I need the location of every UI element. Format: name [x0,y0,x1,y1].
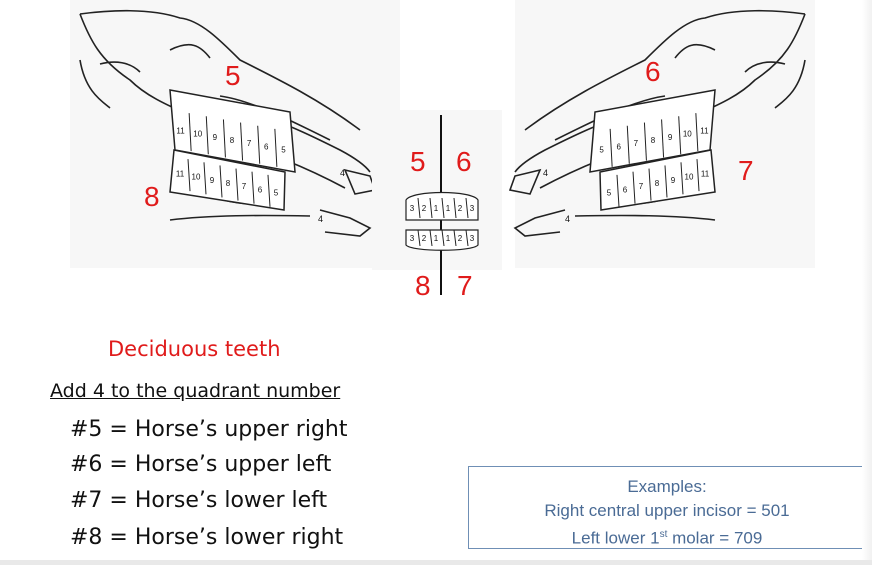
front-lower-incisor-3: 1 [446,234,451,243]
right-upper-tooth-4: 7 [247,139,252,148]
front-lower-incisor-5: 3 [470,234,475,243]
right-upper-tooth-5: 6 [264,142,269,151]
front-upper-incisor-3: 1 [446,204,451,213]
rule-quadrant-7: #7 = Horse’s lower left [70,488,327,513]
right-upper-tooth-6: 5 [281,145,286,154]
front-upper-incisor-0: 3 [410,204,415,213]
right-lower-tooth-2: 9 [210,176,215,185]
left-lower-tooth-0: 5 [607,188,612,197]
left-upper-tooth-0: 5 [599,145,604,154]
front-upper-incisor-4: 2 [458,204,463,213]
quadrant-5-right-skull: 5 [225,62,241,90]
quadrant-5-front: 5 [410,148,426,176]
example-line-1: Right central upper incisor = 501 [469,499,865,523]
left-upper-tooth-1: 6 [616,142,621,151]
rule-quadrant-5: #5 = Horse’s upper right [70,417,347,442]
quadrant-7-left-skull: 7 [738,157,754,185]
quadrant-8-front: 8 [415,272,431,300]
left-upper-tooth-5: 10 [683,130,692,139]
front-upper-incisor-2: 1 [434,204,439,213]
left-lower-tooth-4: 9 [671,176,676,185]
right-upper-tooth-2: 9 [213,133,218,142]
left-upper-incisor-label: 4 [543,168,548,178]
left-upper-tooth-6: 11 [700,127,709,136]
left-upper-tooth-2: 7 [634,139,639,148]
left-lower-tooth-6: 11 [701,170,710,179]
quadrant-7-front: 7 [457,272,473,300]
right-upper-tooth-1: 10 [193,130,202,139]
right-lower-tooth-5: 6 [258,185,263,194]
right-upper-tooth-0: 11 [176,127,185,136]
quadrant-6-left-skull: 6 [645,58,661,86]
right-lower-tooth-3: 8 [226,179,231,188]
left-lower-tooth-2: 7 [639,182,644,191]
left-lower-tooth-5: 10 [685,173,694,182]
rule-title: Add 4 to the quadrant number [50,380,340,402]
right-edge-shade [862,0,872,560]
left-lower-tooth-1: 6 [623,185,628,194]
left-lower-tooth-3: 8 [655,179,660,188]
example-line-2: Left lower 1st molar = 709 [469,523,865,551]
front-lower-incisor-2: 1 [434,234,439,243]
left-lower-incisor-label: 4 [565,214,570,224]
right-lower-tooth-4: 7 [242,182,247,191]
deciduous-teeth-caption: Deciduous teeth [108,337,281,361]
right-skull-diagram: 11 10 9 8 7 6 5 11 10 9 8 7 6 5 4 4 [70,0,400,270]
quadrant-6-front: 6 [456,148,472,176]
examples-box: Examples: Right central upper incisor = … [468,466,866,549]
left-upper-tooth-3: 8 [651,136,656,145]
right-lower-tooth-6: 5 [274,188,279,197]
front-upper-incisor-1: 2 [422,204,427,213]
left-skull-diagram: 5 6 7 8 9 10 11 5 6 7 8 9 10 11 4 4 [515,0,815,270]
right-upper-tooth-3: 8 [230,136,235,145]
front-lower-incisor-4: 2 [458,234,463,243]
quadrant-8-right-skull: 8 [144,183,160,211]
front-lower-incisor-1: 2 [422,234,427,243]
right-upper-incisor-label: 4 [340,168,345,178]
left-upper-tooth-4: 9 [668,133,673,142]
rule-quadrant-8: #8 = Horse’s lower right [70,525,343,550]
bottom-bar [0,560,872,565]
rule-quadrant-6: #6 = Horse’s upper left [70,452,331,477]
front-lower-incisor-0: 3 [410,234,415,243]
front-upper-incisor-5: 3 [470,204,475,213]
examples-title: Examples: [469,475,865,499]
right-lower-tooth-1: 10 [192,173,201,182]
right-lower-incisor-label: 4 [318,214,323,224]
right-lower-tooth-0: 11 [176,170,185,179]
